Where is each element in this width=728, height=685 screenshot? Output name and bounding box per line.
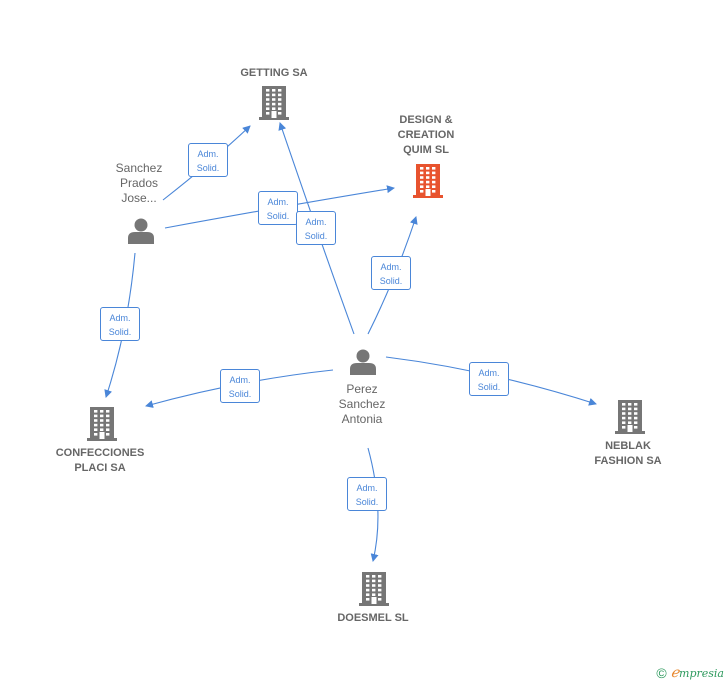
edge-label-sanchez-to-design[interactable]: Adm. Solid. <box>258 191 298 225</box>
label-line: FASHION SA <box>594 455 662 467</box>
edge-label-text: Adm. <box>478 368 500 378</box>
label-line: CONFECCIONES <box>55 447 145 459</box>
edge-label-text: Solid. <box>304 231 328 241</box>
label-line: PLACI SA <box>74 462 126 474</box>
label-line: Sanchez <box>115 161 163 175</box>
building-icon[interactable] <box>359 572 389 606</box>
building-icon[interactable] <box>87 407 117 441</box>
person-icon[interactable] <box>128 218 154 245</box>
label-line: Antonia <box>341 412 383 426</box>
edge-label-text: Solid. <box>196 163 220 173</box>
edge-label-text: Solid. <box>108 327 132 337</box>
edge-label-text: Adm. <box>356 483 378 493</box>
edge-label-text: Adm. <box>267 197 289 207</box>
label-line: DESIGN & <box>399 114 453 126</box>
edge-label-text: Adm. <box>109 313 131 323</box>
edge-label-perez-to-getting[interactable]: Adm. Solid. <box>296 211 336 245</box>
edge-label-perez-to-design[interactable]: Adm. Solid. <box>371 256 411 290</box>
company-label-doesmel: DOESMEL SL <box>313 611 433 626</box>
label-line: Jose... <box>121 191 157 205</box>
label-line: Sanchez <box>338 397 386 411</box>
edge-label-text: Adm. <box>229 375 251 385</box>
label-line: Perez <box>346 382 378 396</box>
building-icon[interactable] <box>413 164 443 198</box>
edge-label-text: Solid. <box>266 211 290 221</box>
edge-label-text: Solid. <box>379 276 403 286</box>
edge-label-perez-to-doesmel[interactable]: Adm. Solid. <box>347 477 387 511</box>
edge-label-sanchez-to-getting[interactable]: Adm. Solid. <box>188 143 228 177</box>
company-label-design: DESIGN & CREATION QUIM SL <box>366 113 486 158</box>
edge-label-text: Solid. <box>355 497 379 507</box>
label-line: GETTING SA <box>240 67 308 79</box>
icons-layer <box>87 86 645 606</box>
person-icon[interactable] <box>350 349 376 376</box>
building-icon[interactable] <box>615 400 645 434</box>
edge-label-sanchez-to-confecciones[interactable]: Adm. Solid. <box>100 307 140 341</box>
copyright-symbol: © <box>656 665 667 681</box>
edge-label-perez-to-neblak[interactable]: Adm. Solid. <box>469 362 509 396</box>
edge-label-text: Adm. <box>380 262 402 272</box>
label-line: QUIM SL <box>403 144 449 156</box>
label-line: Prados <box>119 176 159 190</box>
company-label-neblak: NEBLAK FASHION SA <box>568 439 688 469</box>
building-icon[interactable] <box>259 86 289 120</box>
label-line: DOESMEL SL <box>337 612 409 624</box>
company-label-getting: GETTING SA <box>214 66 334 81</box>
edge-label-perez-to-confecciones[interactable]: Adm. Solid. <box>220 369 260 403</box>
brand-name: ℯmpresia <box>670 665 724 681</box>
label-line: NEBLAK <box>605 440 651 452</box>
brand-watermark: ©ℯmpresia <box>656 665 724 681</box>
label-line: CREATION <box>397 129 455 141</box>
edge-label-text: Solid. <box>228 389 252 399</box>
edge-label-text: Solid. <box>477 382 501 392</box>
edge-label-text: Adm. <box>305 217 327 227</box>
company-label-confecciones: CONFECCIONES PLACI SA <box>40 446 160 476</box>
edge-label-text: Adm. <box>197 149 219 159</box>
